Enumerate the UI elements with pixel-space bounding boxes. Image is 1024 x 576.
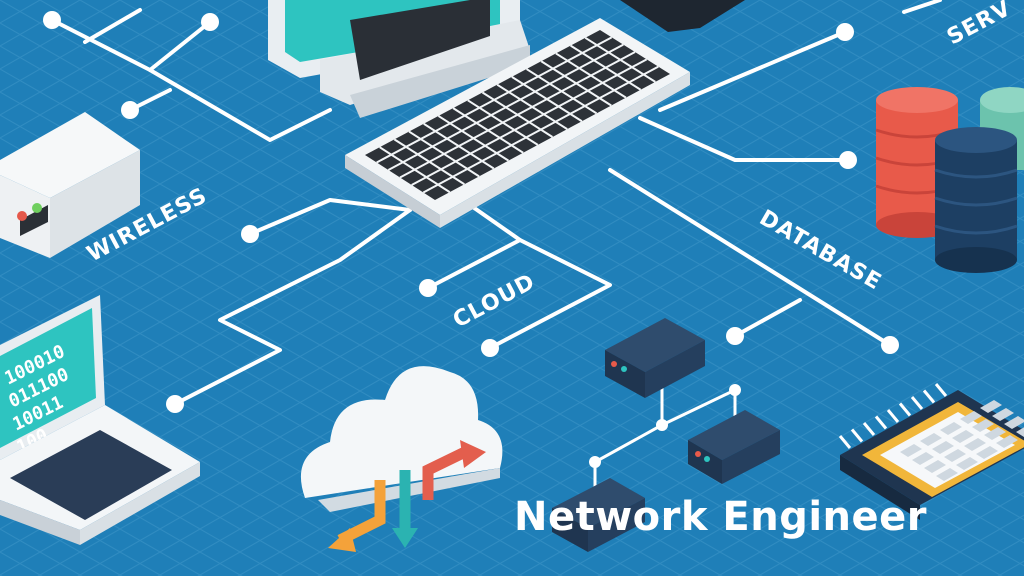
arrow-down-left-icon (328, 528, 356, 552)
caption-title: Network Engineer (514, 494, 928, 540)
circuit-lines (50, 0, 942, 406)
switch-link-nodes (589, 384, 741, 468)
network-switch-3 (552, 478, 645, 552)
monitor (268, 0, 530, 118)
laptop: 100010 011100 10011 100 (0, 295, 200, 545)
status-led-red (17, 211, 27, 221)
keyboard (345, 18, 690, 228)
wireless-router (0, 112, 140, 258)
laptop-screen (0, 308, 96, 448)
database-navy (934, 127, 1018, 273)
cpu-chip (838, 383, 1024, 520)
status-led-green (32, 203, 42, 213)
laptop-keyboard (10, 430, 172, 520)
device-block (620, 0, 745, 32)
network-switch-1 (605, 318, 705, 398)
cloud-arrows (328, 440, 486, 552)
network-switch-2 (688, 410, 780, 484)
circuit-nodes (43, 11, 899, 413)
arrow-up-right-icon (460, 440, 486, 468)
arrow-down-icon (392, 528, 418, 548)
